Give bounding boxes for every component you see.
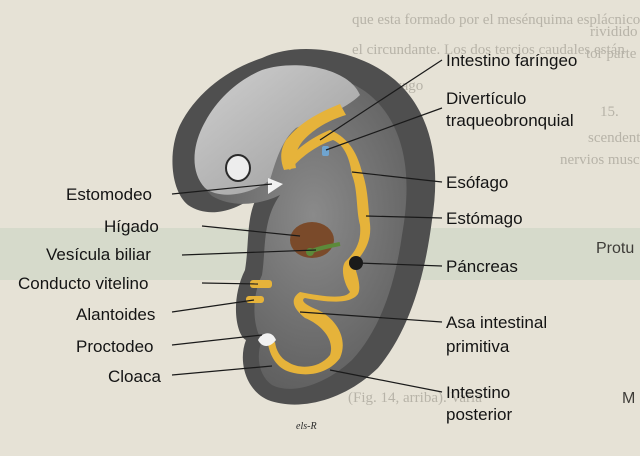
label-posterior-1: Intestino: [446, 383, 511, 402]
leader-esofago: [351, 171, 443, 183]
bg-text-right-3: 15.: [600, 104, 619, 120]
leader-lines: [171, 59, 443, 393]
gallbladder-sac: [306, 248, 314, 256]
leader-intestino-posterior: [329, 369, 443, 393]
bg-text-line-1: que esta formado por el mesénquima esplá…: [352, 12, 640, 28]
label-vesicula: Vesícula biliar: [46, 245, 151, 264]
proctodeum-notch: [258, 333, 276, 346]
pancreas: [349, 256, 363, 270]
bg-text-right-6: Protu: [596, 240, 635, 257]
bg-text-right-5: nervios muscular: [560, 152, 640, 168]
leader-higado: [201, 225, 301, 237]
leader-intestino-faringeo: [319, 59, 443, 141]
leader-proctodeo: [171, 334, 263, 346]
bg-text-right-1: rividido en: [590, 24, 640, 40]
allantois: [246, 296, 264, 303]
label-diverticulo-1: Divertículo: [446, 89, 527, 108]
leader-cloaca: [171, 365, 273, 376]
stomodeum-notch: [268, 178, 283, 194]
leader-pancreas: [357, 262, 443, 267]
gut-tube: [268, 130, 371, 375]
leader-diverticulo: [325, 107, 443, 151]
label-cloaca: Cloaca: [108, 367, 161, 386]
label-alantoides: Alantoides: [76, 305, 156, 324]
label-higado: Hígado: [104, 217, 159, 236]
bg-text-right-2: tor parte: [586, 46, 637, 62]
label-vitelino: Conducto vitelino: [18, 274, 149, 293]
label-asa-1: Asa intestinal: [446, 313, 548, 332]
vitelline-duct: [250, 280, 272, 288]
bg-text-line-2: el circundante. Los dos tercios caudales…: [352, 42, 625, 58]
label-proctodeo: Proctodeo: [76, 337, 154, 356]
leader-estomodeo: [171, 183, 273, 195]
leader-vesicula: [181, 249, 317, 256]
leader-vitelino: [201, 282, 259, 285]
label-diverticulo-2: traqueobronquial: [446, 111, 574, 130]
label-pancreas: Páncreas: [446, 257, 518, 276]
label-intestino-faringeo: Intestino faríngeo: [446, 51, 578, 70]
eye-vesicle: [225, 154, 251, 182]
leader-estomago: [365, 215, 443, 219]
bg-text-bottom-1: (Fig. 14, arriba). Varia: [348, 390, 482, 406]
bg-text-right-4: scendente: [588, 130, 640, 146]
label-estomodeo: Estomodeo: [66, 185, 152, 204]
tracheobronchial-diverticulum: [322, 146, 329, 156]
leader-alantoides: [171, 299, 255, 313]
label-posterior-2: posterior: [446, 405, 513, 424]
leader-asa-intestinal: [299, 311, 443, 323]
label-estomago: Estómago: [446, 209, 523, 228]
artist-signature: els-R: [296, 421, 317, 432]
label-asa-2: primitiva: [446, 337, 510, 356]
bg-text-right-7: M: [622, 390, 636, 407]
label-esofago: Esófago: [446, 173, 509, 192]
pharyngeal-gut: [281, 104, 346, 170]
